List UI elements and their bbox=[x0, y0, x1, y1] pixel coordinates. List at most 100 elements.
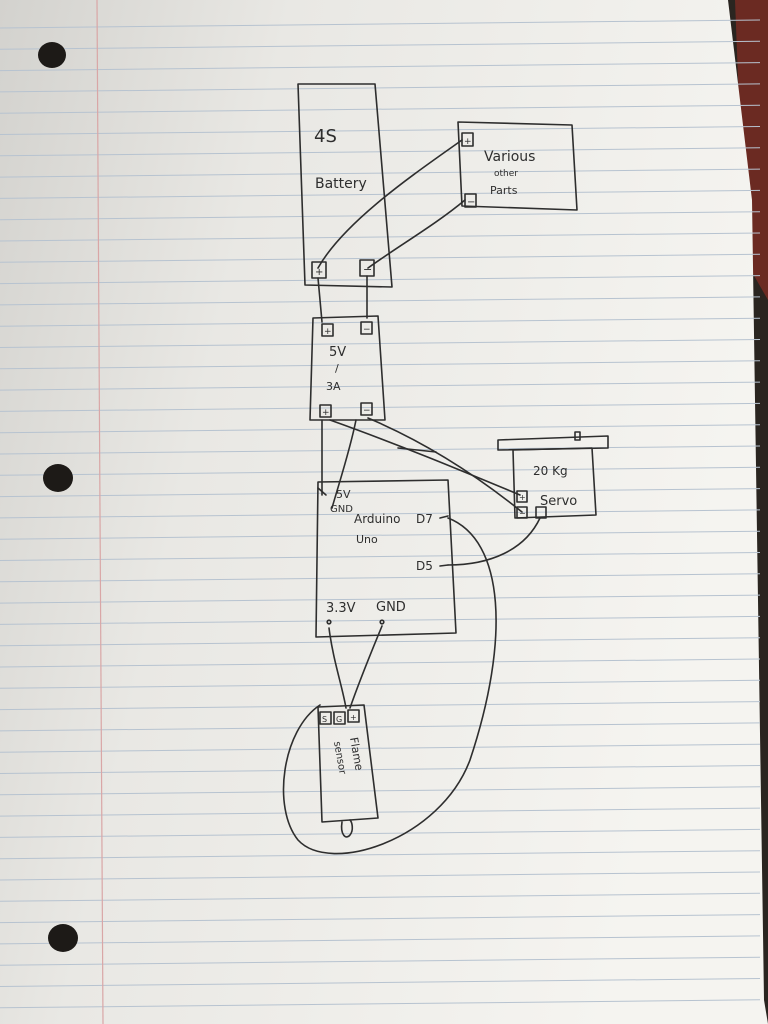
rule-line bbox=[0, 594, 761, 604]
battery-label-2: Battery bbox=[315, 176, 367, 192]
flame-g-label: G bbox=[336, 715, 342, 724]
servo-pos-label: + bbox=[519, 493, 526, 502]
binder-hole-top bbox=[38, 42, 66, 68]
regulator-in-neg-terminal bbox=[360, 321, 373, 335]
rule-line bbox=[0, 232, 761, 242]
servo-label-1: 20 Kg bbox=[533, 464, 568, 478]
wire-33v-to-flame bbox=[328, 627, 347, 709]
rule-line bbox=[0, 999, 761, 1009]
battery-label-1: 4S bbox=[314, 126, 337, 147]
rule-line bbox=[0, 807, 761, 817]
rule-line bbox=[0, 765, 761, 774]
rule-line bbox=[0, 701, 761, 711]
servo-box bbox=[512, 447, 597, 519]
rule-line bbox=[0, 658, 761, 668]
flame-g-terminal bbox=[333, 711, 346, 725]
servo-horn bbox=[497, 435, 609, 451]
rule-line bbox=[0, 189, 761, 199]
regulator-in-neg-label: − bbox=[363, 325, 371, 335]
red-object bbox=[735, 0, 768, 300]
circuit-sketch bbox=[282, 83, 609, 855]
rule-line bbox=[0, 743, 761, 753]
arduino-33v-label: 3.3V bbox=[326, 601, 356, 616]
arduino-d5-label: D5 bbox=[416, 559, 433, 573]
various-pos-label: + bbox=[464, 137, 472, 147]
rule-line bbox=[0, 466, 761, 476]
various-neg-label: − bbox=[467, 197, 475, 208]
servo-pos-terminal bbox=[516, 490, 528, 503]
servo-neg-terminal bbox=[516, 506, 528, 519]
binder-hole-bottom bbox=[48, 924, 78, 952]
wire-battery-neg-to-parts bbox=[367, 199, 466, 269]
regulator-out-pos-label: + bbox=[322, 408, 330, 418]
arduino-5v-label: 5V bbox=[336, 488, 351, 501]
rule-line bbox=[0, 168, 761, 178]
rule-line bbox=[0, 424, 761, 434]
rule-line bbox=[0, 978, 761, 987]
wire-gnd-to-flame bbox=[349, 625, 383, 709]
flame-label-1: Flame bbox=[347, 736, 366, 772]
rule-line bbox=[0, 552, 761, 561]
arduino-33v-dot bbox=[326, 619, 332, 625]
rule-line bbox=[0, 850, 761, 860]
wire-d5-to-servo-signal bbox=[447, 517, 541, 566]
servo-label-2: Servo bbox=[540, 494, 577, 509]
regulator-label-2: / bbox=[335, 362, 339, 375]
arduino-d7-dash bbox=[439, 515, 449, 519]
wire-battery-pos-to-regulator bbox=[317, 277, 323, 323]
servo-signal-terminal bbox=[535, 506, 547, 519]
various-label-3: Parts bbox=[490, 184, 518, 197]
arduino-box bbox=[315, 479, 457, 638]
rule-line bbox=[0, 679, 761, 689]
regulator-label-1: 5V bbox=[329, 345, 346, 360]
arduino-label-1: Arduino bbox=[354, 512, 400, 526]
various-label-2: other bbox=[494, 169, 518, 179]
servo-neg-label: − bbox=[519, 509, 526, 518]
flame-sensor-box bbox=[317, 704, 379, 823]
wire-reg-pos-to-servo bbox=[329, 419, 521, 496]
arduino-d5-dash bbox=[439, 564, 449, 567]
rule-line bbox=[0, 126, 761, 135]
flame-s-terminal bbox=[319, 711, 332, 725]
rule-line bbox=[0, 317, 761, 327]
rule-line bbox=[0, 381, 761, 391]
flame-v-label: + bbox=[350, 713, 357, 722]
arduino-5v-mark bbox=[317, 487, 327, 496]
binder-hole-middle bbox=[43, 464, 73, 492]
wire-reg-neg-to-servo bbox=[367, 417, 523, 513]
rule-line bbox=[0, 509, 761, 519]
regulator-label-3: 3A bbox=[326, 380, 341, 393]
arduino-label-2: Uno bbox=[356, 533, 378, 546]
rule-line bbox=[0, 62, 761, 72]
flame-sensor-bulb bbox=[340, 819, 354, 838]
rule-line bbox=[0, 871, 761, 881]
wire-battery-pos-to-parts bbox=[317, 139, 463, 269]
rule-line bbox=[0, 530, 761, 540]
battery-neg-label: − bbox=[363, 263, 372, 276]
rule-line bbox=[0, 253, 761, 263]
rule-line bbox=[0, 828, 761, 838]
regulator-out-neg-terminal bbox=[360, 402, 373, 416]
regulator-out-pos-terminal bbox=[319, 404, 332, 418]
wire-d7-to-flame-signal bbox=[282, 517, 497, 855]
regulator-out-neg-label: − bbox=[363, 406, 371, 416]
wire-crossing-mark bbox=[397, 447, 437, 453]
rule-line bbox=[0, 573, 761, 583]
flame-s-label: S bbox=[322, 715, 327, 724]
rule-line bbox=[0, 956, 761, 966]
rule-line bbox=[0, 488, 761, 498]
arduino-d7-label: D7 bbox=[416, 512, 433, 526]
rule-line bbox=[0, 360, 761, 370]
rule-line bbox=[0, 40, 761, 50]
various-parts-box bbox=[457, 121, 578, 211]
rule-line bbox=[0, 935, 761, 945]
rule-line bbox=[0, 402, 761, 412]
rule-line bbox=[0, 19, 761, 29]
rule-line bbox=[0, 637, 761, 647]
rule-line bbox=[0, 722, 761, 732]
rule-line bbox=[0, 211, 761, 221]
arduino-gnd-top-label: GND bbox=[330, 504, 353, 515]
rule-line bbox=[0, 83, 761, 93]
